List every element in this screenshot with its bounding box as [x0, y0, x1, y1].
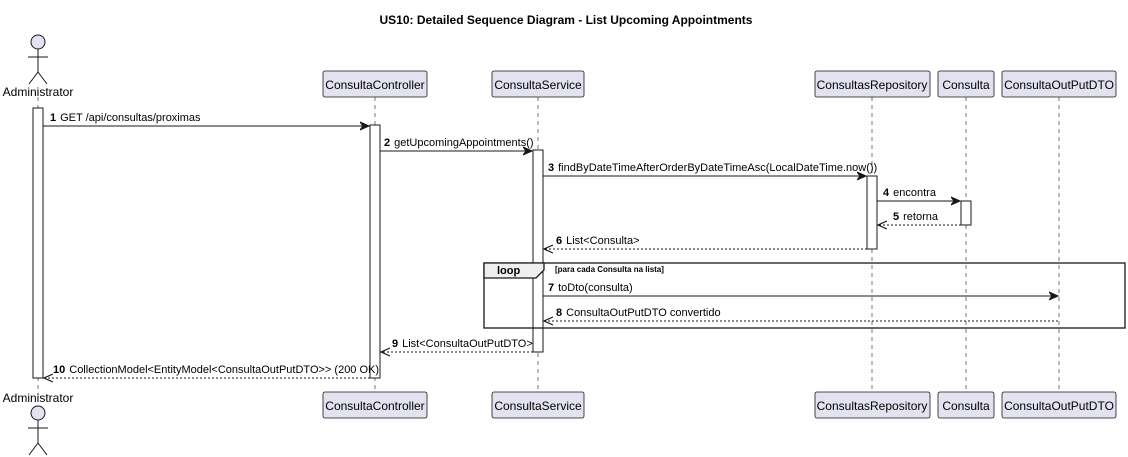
message-2: 2 getUpcomingAppointments()	[380, 137, 534, 151]
message-7-number: 7	[548, 282, 554, 294]
participant-label-administrator-top: Administrator	[3, 85, 74, 99]
message-1: 1 GET /api/consultas/proximas	[43, 112, 369, 126]
participant-consulta-service-bottom: ConsultaService	[491, 391, 585, 419]
participant-consulta-service-top: ConsultaService	[491, 70, 585, 98]
message-4-number: 4	[883, 187, 890, 199]
message-1-label: GET /api/consultas/proximas	[60, 112, 201, 124]
svg-text:ConsultaService: ConsultaService	[494, 78, 582, 92]
activation-bars	[32, 107, 972, 379]
participant-consulta-bottom: Consulta	[937, 391, 995, 419]
activation-consulta-controller	[369, 124, 381, 379]
activation-administrator	[32, 107, 44, 379]
message-2-number: 2	[384, 137, 390, 149]
message-9: 9 List<ConsultaOutPutDTO>	[381, 338, 533, 352]
message-7: 7 toDto(consulta)	[543, 282, 1058, 296]
message-8-label: ConsultaOutPutDTO convertido	[566, 307, 720, 319]
diagram-title: US10: Detailed Sequence Diagram - List U…	[380, 13, 753, 27]
message-10-label: CollectionModel<EntityModel<ConsultaOutP…	[69, 364, 379, 376]
message-6: 6 List<Consulta>	[544, 235, 867, 249]
message-10-number: 10	[53, 364, 65, 376]
loop-frame	[483, 262, 1126, 329]
actor-administrator-bottom	[28, 405, 48, 456]
participant-consultas-repository-bottom: ConsultasRepository	[814, 391, 931, 419]
message-7-label: toDto(consulta)	[558, 282, 633, 294]
participant-consulta-controller-bottom: ConsultaController	[322, 391, 428, 419]
participant-label-administrator-bottom: Administrator	[3, 391, 74, 405]
svg-text:Consulta: Consulta	[942, 399, 990, 413]
messages: 1 GET /api/consultas/proximas 2 getUpcomin…	[43, 112, 1058, 378]
message-8: 8 ConsultaOutPutDTO convertido	[544, 307, 1058, 321]
message-5-label: retorna	[903, 211, 939, 223]
message-9-label: List<ConsultaOutPutDTO>	[402, 338, 533, 350]
actor-administrator-top	[28, 34, 48, 85]
loop-fragment: loop [para cada Consulta na lista]	[483, 262, 1126, 329]
svg-text:ConsultasRepository: ConsultasRepository	[817, 399, 928, 413]
loop-tab	[483, 262, 545, 279]
activation-consulta-service	[532, 149, 544, 353]
message-6-number: 6	[556, 235, 562, 247]
svg-text:ConsultaOutPutDTO: ConsultaOutPutDTO	[1004, 399, 1114, 413]
actor-head-icon	[30, 405, 46, 421]
participant-boxes-top: ConsultaController ConsultaService Consu…	[322, 70, 1117, 98]
message-10: 10 CollectionModel<EntityModel<ConsultaOu…	[44, 364, 379, 378]
message-4-label: encontra	[893, 187, 937, 199]
loop-guard: [para cada Consulta na lista]	[555, 265, 664, 274]
lifelines	[37, 97, 1060, 395]
actor-head-icon	[30, 34, 46, 50]
message-3-number: 3	[548, 162, 554, 174]
message-3-label: findByDateTimeAfterOrderByDateTimeAsc(Lo…	[558, 162, 877, 174]
activation-consultas-repository	[866, 175, 878, 250]
participant-boxes-bottom: ConsultaController ConsultaService Consu…	[322, 391, 1117, 419]
svg-text:ConsultasRepository: ConsultasRepository	[817, 78, 928, 92]
participant-consulta-top: Consulta	[937, 70, 995, 98]
svg-text:ConsultaController: ConsultaController	[325, 399, 424, 413]
loop-keyword: loop	[497, 265, 520, 277]
message-5-number: 5	[893, 211, 899, 223]
participant-consulta-output-dto-bottom: ConsultaOutPutDTO	[1001, 391, 1117, 419]
message-2-label: getUpcomingAppointments()	[394, 137, 533, 149]
svg-text:ConsultaOutPutDTO: ConsultaOutPutDTO	[1004, 78, 1114, 92]
participant-consulta-output-dto-top: ConsultaOutPutDTO	[1001, 70, 1117, 98]
message-8-number: 8	[556, 307, 562, 319]
message-5: 5 retorna	[878, 211, 961, 225]
message-6-label: List<Consulta>	[566, 235, 639, 247]
svg-text:Consulta: Consulta	[942, 78, 990, 92]
svg-text:ConsultaService: ConsultaService	[494, 399, 582, 413]
participant-consultas-repository-top: ConsultasRepository	[814, 70, 931, 98]
message-1-number: 1	[50, 112, 56, 124]
activation-consulta	[960, 200, 972, 226]
message-3: 3 findByDateTimeAfterOrderByDateTimeAsc(L…	[543, 162, 877, 176]
message-9-number: 9	[392, 338, 398, 350]
svg-text:ConsultaController: ConsultaController	[325, 78, 424, 92]
participant-consulta-controller-top: ConsultaController	[322, 70, 428, 98]
